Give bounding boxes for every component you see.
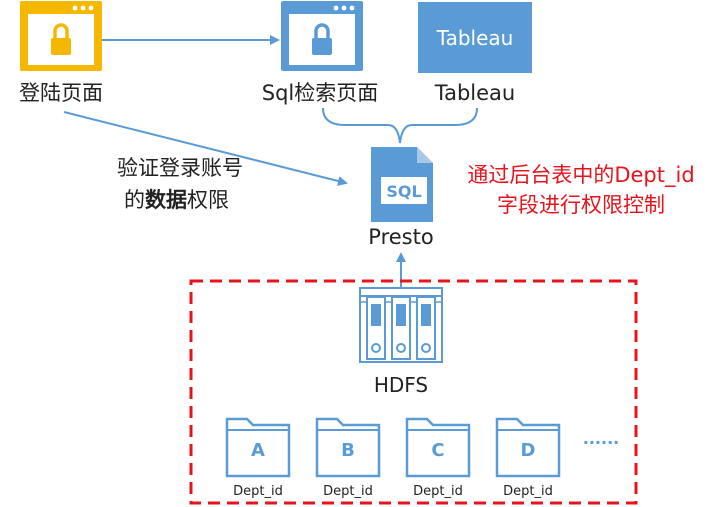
folder-b: B Dept_id [315, 417, 381, 499]
tableau-icon: Tableau [418, 2, 532, 73]
grouping-brace [322, 107, 478, 144]
folder-letter: A [251, 440, 265, 461]
annotation-prefix: 的 [124, 188, 145, 212]
sql-page-label: Sql检索页面 [262, 81, 379, 105]
arrow-login-to-presto [63, 111, 348, 186]
permission-annotation-line1: 验证登录账号 [117, 156, 243, 180]
annotation-suffix: 权限 [187, 188, 229, 212]
folder-a: A Dept_id [225, 417, 291, 499]
folder-icon [225, 417, 291, 478]
hdfs-label: HDFS [374, 373, 428, 397]
more-folders-ellipsis: ······ [583, 433, 619, 452]
hdfs-server-icon [359, 287, 443, 363]
hdfs-boundary [189, 279, 638, 505]
folder-icon [315, 417, 381, 478]
folder-caption: Dept_id [323, 484, 373, 499]
permission-annotation-line2: 的数据权限 [124, 188, 229, 212]
sql-icon-text: SQL [386, 182, 421, 201]
folder-icon [405, 417, 471, 478]
annotation-bold: 数据 [145, 188, 187, 212]
login-page-label: 登陆页面 [19, 81, 103, 105]
dept-id-note-line2: 字段进行权限控制 [497, 193, 665, 217]
folder-d: D Dept_id [495, 417, 561, 499]
presto-sql-icon: SQL [371, 147, 433, 222]
tableau-icon-text: Tableau [436, 26, 514, 50]
folder-caption: Dept_id [413, 484, 463, 499]
dept-id-note-line1: 通过后台表中的Dept_id [467, 163, 694, 188]
folder-letter: D [521, 440, 536, 461]
presto-label: Presto [368, 225, 433, 249]
folder-letter: B [341, 440, 355, 461]
folder-caption: Dept_id [233, 484, 283, 499]
folder-icon [495, 417, 561, 478]
folder-c: C Dept_id [405, 417, 471, 499]
sql-page-icon [281, 1, 363, 71]
tableau-label: Tableau [434, 81, 515, 105]
folder-letter: C [431, 440, 444, 461]
folder-caption: Dept_id [503, 484, 553, 499]
login-page-icon [20, 1, 102, 71]
